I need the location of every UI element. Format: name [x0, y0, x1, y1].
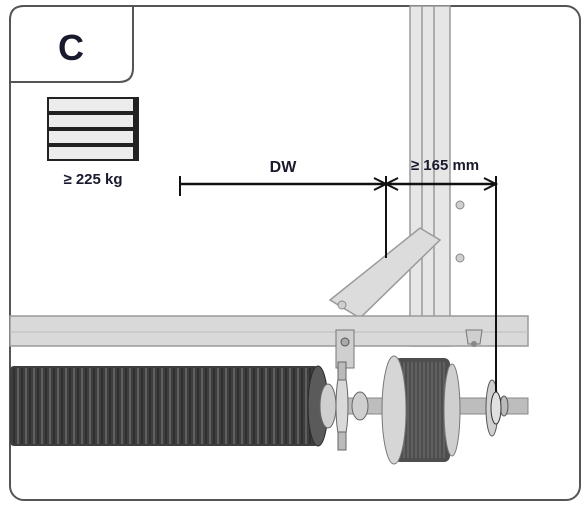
weight-label: ≥ 225 kg	[63, 171, 122, 188]
dw-label: DW	[270, 159, 298, 176]
torsion-spring	[10, 365, 329, 447]
rail-hanger-right	[465, 329, 483, 347]
cable-pulley-icon	[490, 391, 502, 425]
clearance-dimension	[383, 176, 499, 400]
cable-drum	[381, 355, 461, 465]
diagonal-brace	[328, 227, 442, 319]
panel-badge-letter: C	[58, 27, 84, 68]
panel-badge	[9, 5, 134, 83]
dw-dimension	[179, 176, 389, 258]
horizontal-rail	[9, 315, 529, 347]
clearance-label: ≥ 165 mm	[411, 157, 479, 174]
vertical-track	[409, 5, 465, 347]
spring-end-bearing	[319, 361, 369, 451]
weight-stack-icon	[47, 97, 139, 161]
